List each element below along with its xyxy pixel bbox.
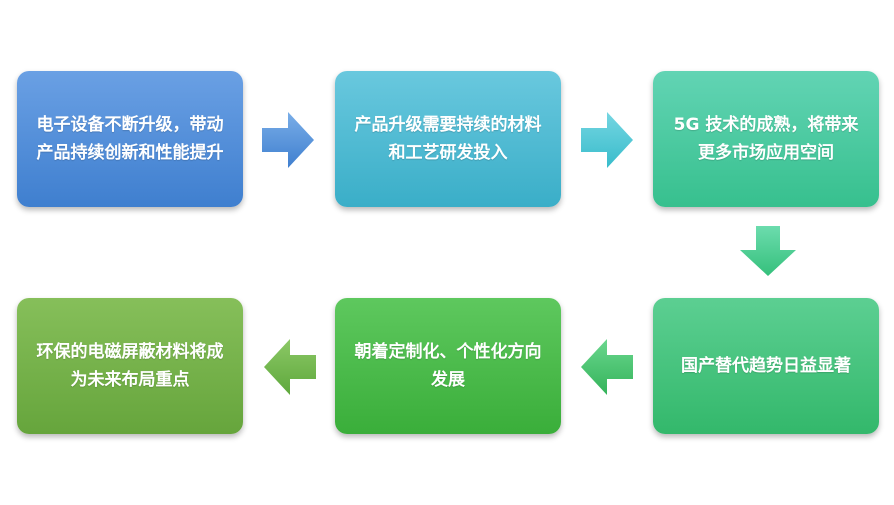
arrow-down-icon [740,226,796,276]
step-6-line-2: 为未来布局重点 [70,370,190,390]
step-6-box: 环保的电磁屏蔽材料将成 为未来布局重点 [17,298,243,434]
step-2-line-1: 产品升级需要持续的材料 [354,115,542,135]
step-1-box: 电子设备不断升级，带动 产品持续创新和性能提升 [17,71,243,207]
arrow-right-icon [581,112,633,168]
arrow-left-icon [581,339,633,395]
step-3-box: 5G 技术的成熟，将带来 更多市场应用空间 [653,71,879,207]
arrow-right-icon [262,112,314,168]
step-4-line-1: 国产替代趋势日益显著 [681,356,851,376]
step-3-line-1: 5G 技术的成熟，将带来 [673,115,859,135]
step-3-line-2: 更多市场应用空间 [697,143,834,163]
step-4-box: 国产替代趋势日益显著 [653,298,879,434]
step-5-box: 朝着定制化、个性化方向 发展 [335,298,561,434]
step-5-line-1: 朝着定制化、个性化方向 [354,342,542,362]
step-5-line-2: 发展 [431,370,465,390]
step-6-line-1: 环保的电磁屏蔽材料将成 [36,342,224,362]
step-2-line-2: 和工艺研发投入 [388,143,508,163]
step-2-box: 产品升级需要持续的材料 和工艺研发投入 [335,71,561,207]
arrow-left-icon [264,339,316,395]
step-1-line-1: 电子设备不断升级，带动 [36,115,224,135]
step-1-line-2: 产品持续创新和性能提升 [36,143,224,163]
